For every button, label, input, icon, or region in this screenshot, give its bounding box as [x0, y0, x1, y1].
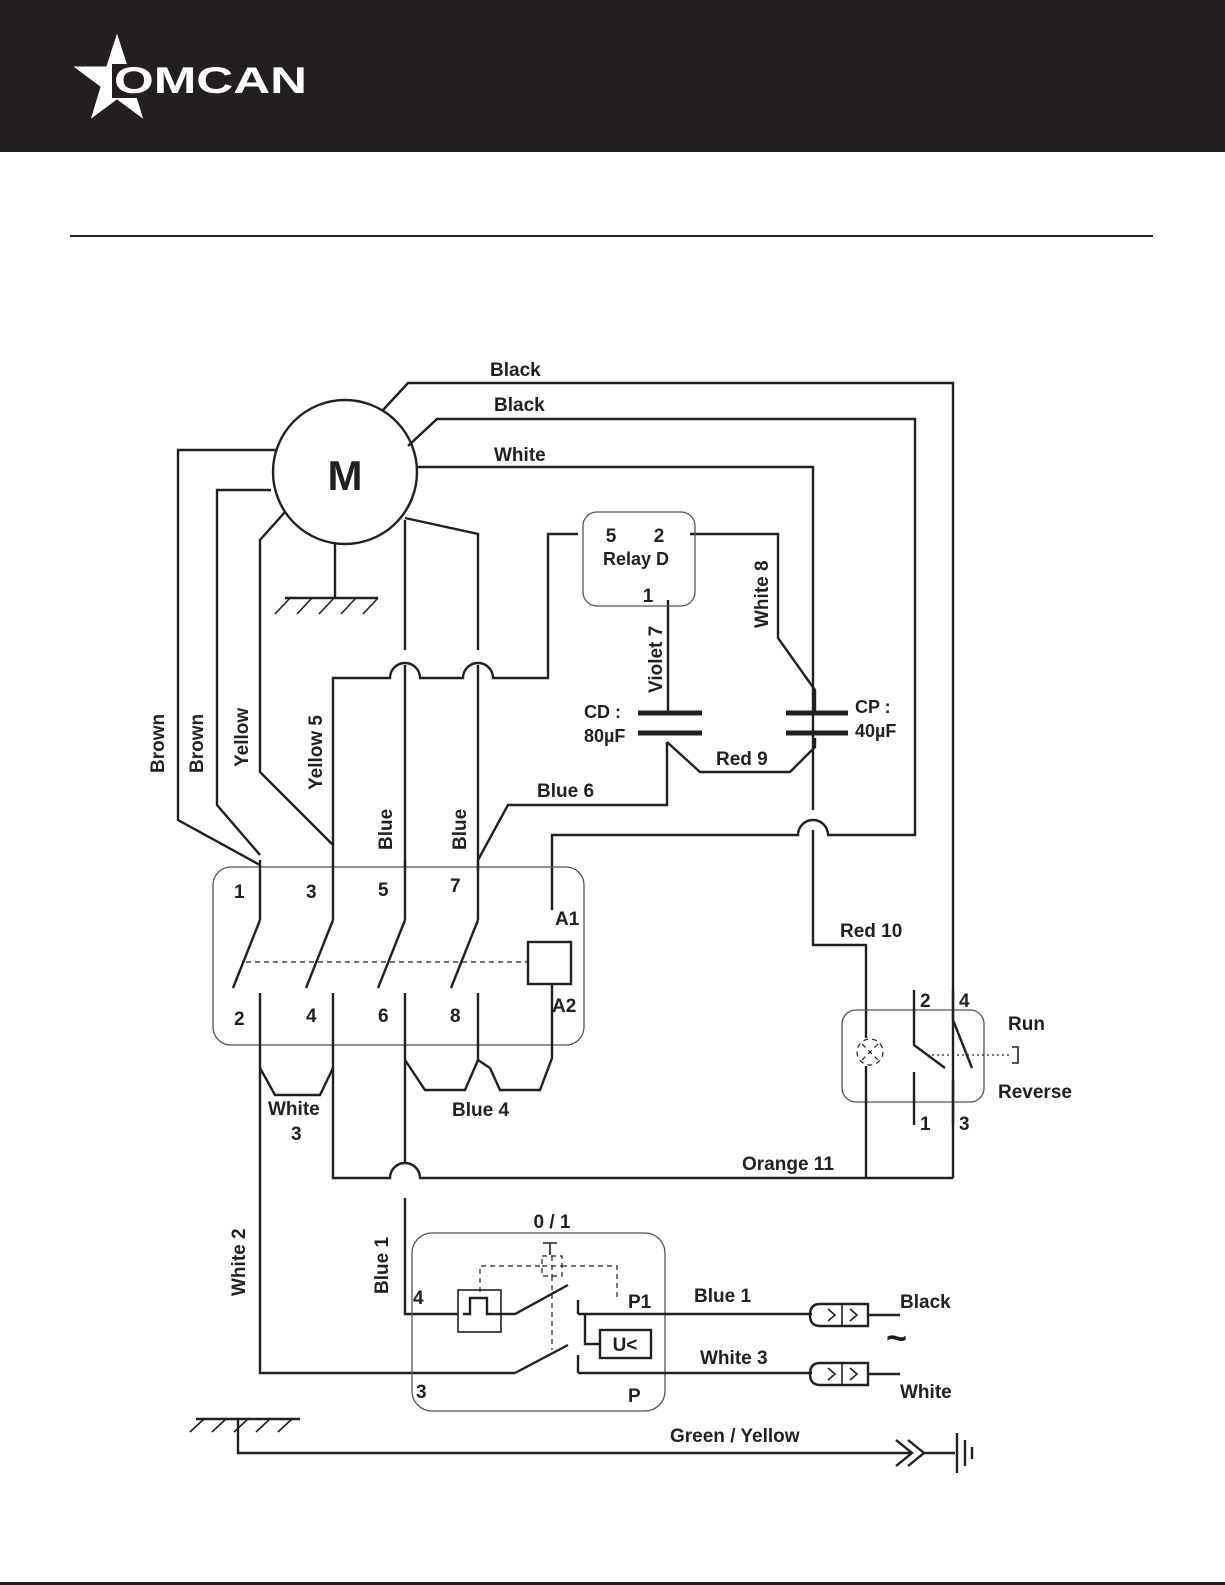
capacitor-cp: CP : 40µF [786, 697, 896, 741]
label-red-10: Red 10 [840, 921, 902, 942]
wire-blue-4-loop [405, 1060, 490, 1090]
relay-d: 5 2 Relay D 1 [583, 512, 695, 607]
coil-a1-label: A1 [555, 909, 580, 930]
wire-brown-1 [178, 450, 276, 865]
supply-black-label: Black [900, 1292, 951, 1313]
wire-motor-to-7 [405, 518, 478, 650]
relay-label: Relay D [603, 549, 669, 569]
contactor: 1 3 5 7 2 4 6 8 A1 A2 [213, 845, 584, 1090]
label-white-3-top: White [268, 1099, 320, 1120]
label-white-2: White 2 [229, 1228, 250, 1296]
relay-terminal-1: 1 [643, 586, 654, 607]
main-switch: U< 4 3 P1 P 0 / 1 [412, 1212, 700, 1411]
relay-terminal-5: 5 [606, 526, 617, 547]
label-yellow: Yellow [232, 708, 253, 767]
main-switch-label: 0 / 1 [534, 1212, 571, 1233]
wire-coil-a1 [552, 820, 828, 910]
reverse-terminal-3: 3 [959, 1114, 970, 1135]
label-white-top: White [494, 445, 546, 466]
earth-ground-icon [924, 1433, 972, 1473]
cd-label: CD : [584, 702, 621, 722]
main-terminal-p: P [628, 1386, 641, 1407]
label-violet-7: Violet 7 [646, 626, 667, 693]
label-brown-2: Brown [187, 714, 208, 773]
label-blue-6: Blue 6 [537, 781, 594, 802]
reverse-terminal-2: 2 [920, 991, 931, 1012]
label-brown-1: Brown [148, 714, 169, 773]
label-black-2: Black [494, 395, 545, 416]
label-white-3: White 3 [700, 1348, 768, 1369]
undervoltage-label: U< [613, 1335, 638, 1356]
cd-value: 80µF [584, 726, 625, 746]
motor-ground-icon [275, 543, 378, 614]
label-orange-11: Orange 11 [742, 1154, 834, 1175]
wire-blue-1-down [405, 1060, 458, 1314]
main-terminal-4: 4 [413, 1288, 424, 1309]
contact-label-2: 2 [234, 1009, 245, 1030]
motor: M [273, 400, 417, 544]
reverse-terminal-1: 1 [920, 1114, 931, 1135]
motor-label: M [328, 452, 363, 499]
main-terminal-3: 3 [416, 1382, 427, 1403]
label-blue-b: Blue [450, 809, 471, 850]
label-blue-1: Blue 1 [694, 1286, 751, 1307]
label-white-3-num: 3 [291, 1124, 302, 1145]
label-green-yellow: Green / Yellow [670, 1426, 800, 1447]
label-red-9: Red 9 [716, 749, 768, 770]
reverse-switch: 2 4 1 3 Run Reverse [842, 990, 1072, 1178]
cp-label: CP : [855, 697, 891, 717]
main-terminal-p1: P1 [628, 1292, 652, 1313]
contact-label-3: 3 [306, 882, 317, 903]
contact-label-1: 1 [234, 882, 245, 903]
label-blue-1-vertical: Blue 1 [372, 1237, 393, 1294]
label-black-1: Black [490, 360, 541, 381]
wire-white-3-loop [260, 1068, 333, 1095]
run-label: Run [1008, 1014, 1045, 1035]
label-white-8: White 8 [752, 560, 773, 628]
label-blue-a: Blue [376, 809, 397, 850]
ac-tilde-icon: ~ [886, 1317, 907, 1358]
wire-orange-11 [333, 1068, 953, 1178]
plug-icon [810, 1363, 900, 1385]
contact-label-8: 8 [450, 1006, 461, 1027]
reverse-terminal-4: 4 [959, 991, 970, 1012]
wire-brown-2 [217, 490, 271, 855]
label-yellow-5: Yellow 5 [306, 715, 327, 790]
contact-label-7: 7 [450, 876, 461, 897]
reverse-label: Reverse [998, 1082, 1072, 1103]
cp-value: 40µF [855, 721, 896, 741]
coil-a2-label: A2 [552, 996, 576, 1017]
wire-yellow [260, 512, 333, 845]
supply-white-label: White [900, 1382, 952, 1403]
contact-label-4: 4 [306, 1006, 317, 1027]
contact-label-5: 5 [378, 880, 389, 901]
relay-terminal-2: 2 [654, 526, 665, 547]
contact-label-6: 6 [378, 1006, 389, 1027]
ground-line [190, 1418, 924, 1466]
capacitor-cd: CD : 80µF [584, 702, 702, 746]
label-blue-4: Blue 4 [452, 1100, 509, 1121]
